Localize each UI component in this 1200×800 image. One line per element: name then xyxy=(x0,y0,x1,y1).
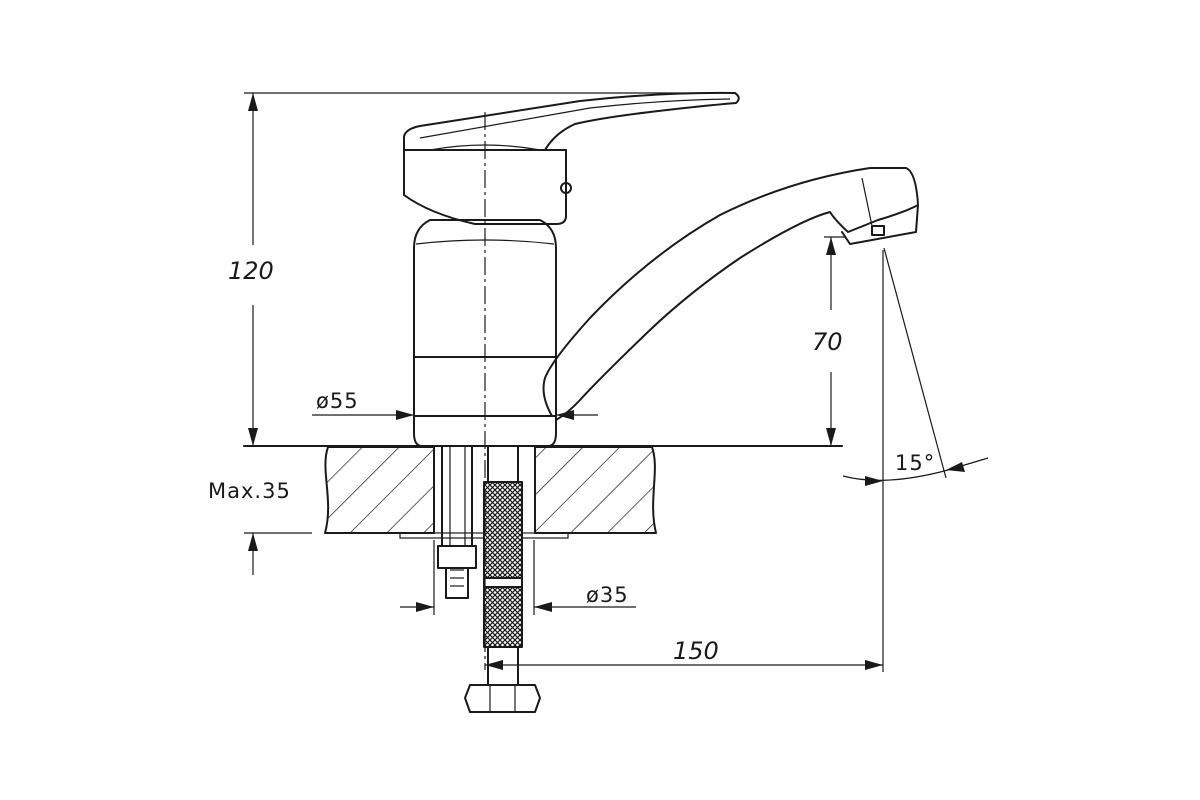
dim-spout-angle-label: 15° xyxy=(895,451,935,475)
dim-base-diameter-label: ø55 xyxy=(316,389,359,413)
dim-max-deck-label: Max.35 xyxy=(208,479,291,503)
dim-max-deck: Max.35 xyxy=(208,479,312,575)
deck-section xyxy=(243,445,843,539)
dim-total-height-label: 120 xyxy=(228,257,274,285)
dim-spout-height: 70 xyxy=(812,236,846,446)
lever-handle xyxy=(403,91,740,151)
dim-base-diameter: ø55 xyxy=(312,389,598,420)
dim-spout-reach: 150 xyxy=(485,250,884,672)
dim-hole-diameter: ø35 xyxy=(400,540,636,615)
dim-spout-height-label: 70 xyxy=(812,328,843,356)
swivel-spout xyxy=(542,167,919,421)
dim-hole-diameter-label: ø35 xyxy=(586,583,629,607)
supply-hose xyxy=(464,445,541,713)
dim-spout-angle: 15° xyxy=(842,247,989,486)
faucet-body xyxy=(403,144,572,447)
dim-spout-reach-label: 150 xyxy=(673,637,719,665)
mounting-stud xyxy=(437,445,477,599)
dim-total-height: 120 xyxy=(228,92,735,446)
